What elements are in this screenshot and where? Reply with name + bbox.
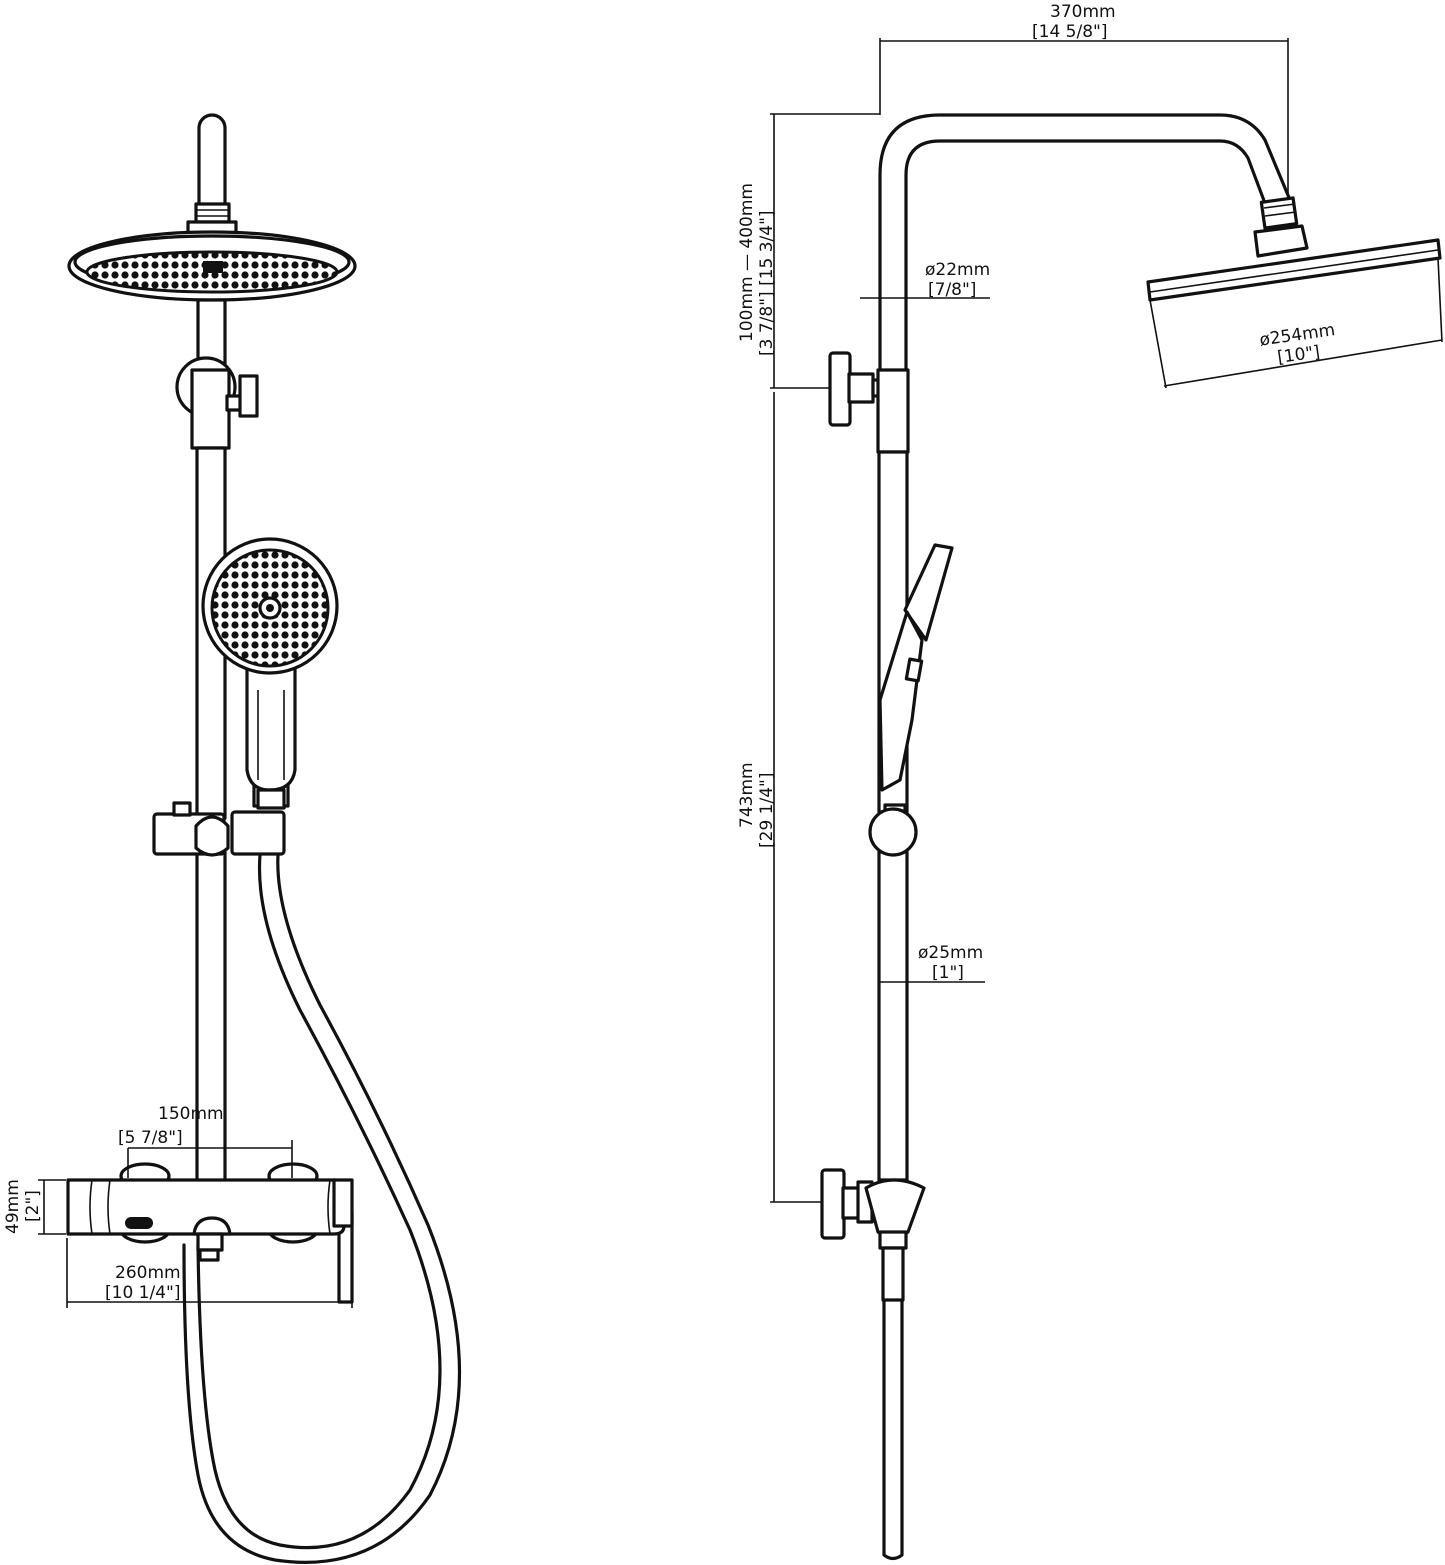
mixer-width-mm: 260mm: [115, 1263, 181, 1283]
front-dimensions: 150mm [5 7/8"] 260mm [10 1/4"] 49mm [2"]: [3, 1104, 353, 1308]
front-slide-holder: [152, 801, 286, 857]
height-range-mm: 100mm — 400mm: [737, 183, 757, 342]
front-hand-shower: [201, 537, 339, 810]
side-rain-shower-head: [1146, 224, 1442, 302]
front-thermostatic-mixer: [66, 1162, 354, 1304]
front-rain-shower-head: [67, 220, 357, 302]
front-view: [66, 113, 462, 1564]
arm-reach-mm: 370mm: [1050, 2, 1116, 22]
lower-pipe-dia-in: [1"]: [932, 963, 964, 983]
spout-width-in: [5 7/8"]: [118, 1128, 183, 1148]
mixer-height-in: [2"]: [23, 1190, 43, 1222]
upper-pipe-dia-in: [7/8"]: [928, 280, 976, 300]
height-range-in: [3 7/8"] [15 3/4"]: [757, 210, 777, 356]
side-upper-wall-bracket: [828, 351, 910, 454]
side-dimensions: 370mm [14 5/8"] 100mm — 400mm [3 7/8"] […: [737, 2, 1443, 1203]
side-slide-knob: [868, 807, 918, 857]
rail-length-mm: 743mm: [737, 762, 757, 828]
front-shower-hose: [182, 853, 462, 1564]
upper-pipe-dia-mm: ø22mm: [925, 260, 990, 280]
side-view: [820, 113, 1442, 1561]
rail-length-in: [29 1/4"]: [757, 773, 777, 848]
side-shower-arm: [878, 113, 1299, 374]
arm-reach-in: [14 5/8"]: [1032, 22, 1107, 42]
front-upper-rail: [175, 298, 259, 450]
mixer-height-mm: 49mm: [3, 1179, 23, 1234]
front-top-riser: [194, 113, 231, 224]
lower-pipe-dia-mm: ø25mm: [918, 943, 983, 963]
side-lower-bracket-mixer: [820, 1168, 926, 1561]
mixer-width-in: [10 1/4"]: [105, 1283, 180, 1303]
spout-width-mm: 150mm: [158, 1104, 224, 1124]
